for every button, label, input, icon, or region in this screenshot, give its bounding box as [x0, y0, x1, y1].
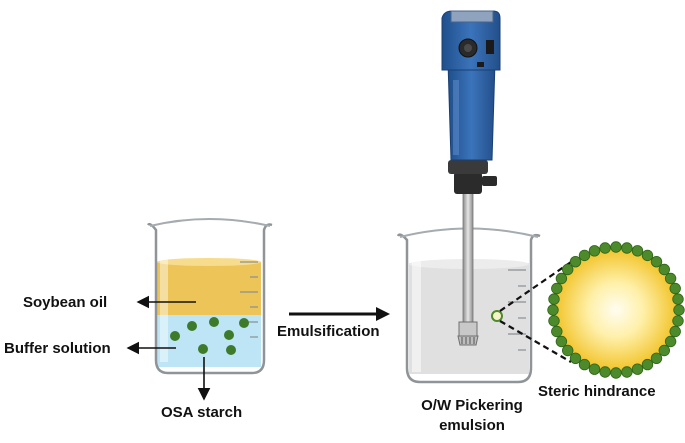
- beaker-outline: [146, 222, 273, 375]
- starch-particle: [650, 256, 663, 268]
- starch-particle: [569, 352, 582, 365]
- starch-particle: [641, 358, 654, 371]
- rotor-head: [457, 335, 479, 346]
- pickering-line2: emulsion: [439, 417, 505, 434]
- starch-particle: [621, 366, 633, 378]
- starch-particle: [631, 363, 644, 375]
- osa-starch-particles: [170, 317, 249, 355]
- starch-particle: [641, 249, 654, 262]
- homogenizer-icon: [441, 10, 501, 346]
- homogenizer-shaft: [462, 191, 474, 328]
- starch-particle: [669, 282, 681, 295]
- osa-starch-label: OSA starch: [161, 404, 243, 421]
- starch-particle: [599, 366, 611, 378]
- starch-particle: [548, 293, 560, 305]
- starch-particle: [599, 242, 611, 254]
- starch-particle: [551, 325, 563, 338]
- homogenizer-collar: [454, 172, 482, 194]
- zoom-lines: [499, 261, 572, 363]
- starch-particle: [578, 358, 591, 371]
- steric-hindrance-label: Steric hindrance: [538, 383, 656, 400]
- starch-particle: [664, 335, 677, 348]
- pickering-emulsion-label: O/W Pickering emulsion: [405, 396, 539, 436]
- starch-particle: [588, 245, 601, 257]
- starch-particle: [610, 241, 622, 253]
- oil-layer: [157, 262, 261, 315]
- starch-particle: [588, 363, 601, 375]
- emulsification-label: Emulsification: [277, 323, 380, 340]
- starch-particle: [669, 325, 681, 338]
- starch-shell: [547, 241, 685, 379]
- droplet-marker: [491, 310, 503, 322]
- buffer-solution-label: Buffer solution: [4, 340, 111, 357]
- starch-particle: [547, 304, 559, 316]
- starch-particle: [672, 293, 684, 305]
- label-arrows: [126, 295, 211, 401]
- starch-particle: [562, 263, 574, 276]
- starch-particle: [672, 315, 684, 327]
- pickering-droplet-icon: [547, 241, 685, 379]
- starch-particle: [673, 304, 685, 316]
- power-switch: [486, 40, 494, 54]
- soybean-oil-label: Soybean oil: [23, 294, 108, 311]
- starch-particle: [664, 272, 677, 285]
- starch-particle: [610, 367, 622, 379]
- left-beaker-icon: [146, 218, 273, 375]
- starch-particle: [562, 344, 574, 357]
- starch-particle: [555, 272, 568, 285]
- oil-droplet-core: [555, 249, 677, 371]
- starch-particle: [631, 245, 644, 257]
- starch-particle: [658, 344, 671, 357]
- starch-particle: [548, 315, 560, 327]
- pickering-line1: O/W Pickering: [421, 397, 523, 414]
- starch-particle: [650, 352, 663, 365]
- starch-particle: [551, 282, 563, 295]
- starch-particle: [555, 335, 568, 348]
- starch-particle: [578, 249, 591, 262]
- starch-particle: [621, 242, 633, 254]
- starch-particle: [569, 256, 582, 268]
- emulsification-arrow-icon: [289, 307, 390, 321]
- starch-particle: [658, 263, 671, 276]
